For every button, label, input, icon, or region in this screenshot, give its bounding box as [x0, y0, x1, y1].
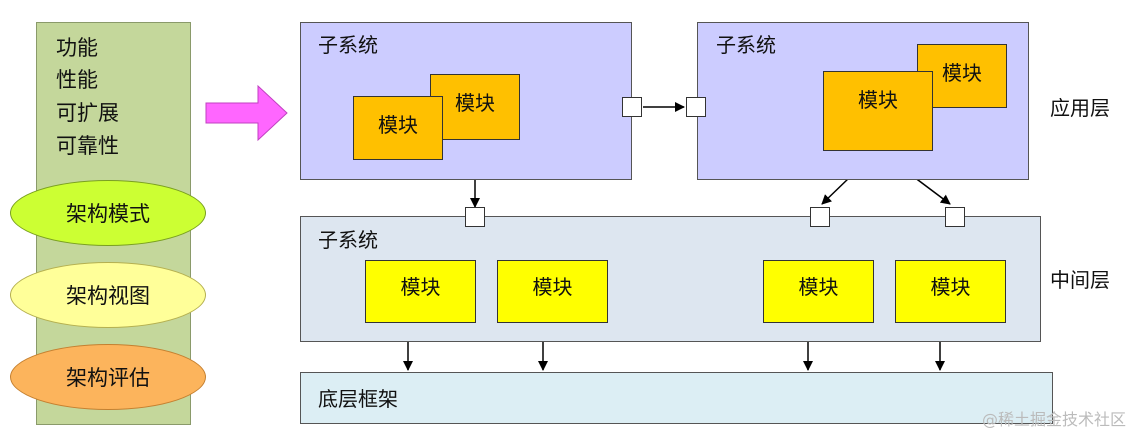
base-framework-label: 底层框架 [318, 387, 398, 411]
interface-port [622, 97, 642, 117]
interface-port [945, 207, 965, 227]
quality-item: 可扩展 [56, 101, 119, 125]
middle-module: 模块 [497, 260, 608, 323]
module-label: 模块 [378, 113, 418, 137]
quality-item: 功能 [56, 36, 98, 60]
middle-module: 模块 [365, 260, 476, 323]
middle-module: 模块 [763, 260, 874, 323]
middle-module: 模块 [895, 260, 1006, 323]
app-module-back: 模块 [430, 74, 520, 140]
module-label: 模块 [532, 275, 573, 299]
interface-port [465, 207, 485, 227]
quality-item: 可靠性 [56, 134, 119, 158]
module-label: 模块 [400, 275, 441, 299]
big-pink-arrow [205, 84, 288, 142]
interface-port [810, 207, 830, 227]
layer-label-application: 应用层 [1050, 96, 1110, 120]
layer-label-middle: 中间层 [1050, 268, 1110, 292]
module-label: 模块 [455, 91, 495, 115]
app-module-front: 模块 [353, 96, 443, 160]
ellipse-architecture-evaluation: 架构评估 [10, 344, 206, 410]
interface-port [686, 97, 706, 117]
app-module-front: 模块 [823, 71, 933, 151]
base-framework-box [300, 372, 1053, 424]
subsystem-label: 子系统 [716, 33, 776, 57]
module-label: 模块 [798, 275, 839, 299]
watermark: @稀土掘金技术社区 [982, 410, 1127, 429]
module-label: 模块 [942, 61, 982, 85]
module-label: 模块 [930, 275, 971, 299]
ellipse-architecture-pattern: 架构模式 [10, 180, 206, 246]
subsystem-label: 子系统 [318, 33, 378, 57]
ellipse-architecture-view: 架构视图 [10, 262, 206, 328]
module-label: 模块 [858, 88, 898, 112]
subsystem-label: 子系统 [318, 228, 378, 252]
quality-item: 性能 [56, 68, 98, 92]
